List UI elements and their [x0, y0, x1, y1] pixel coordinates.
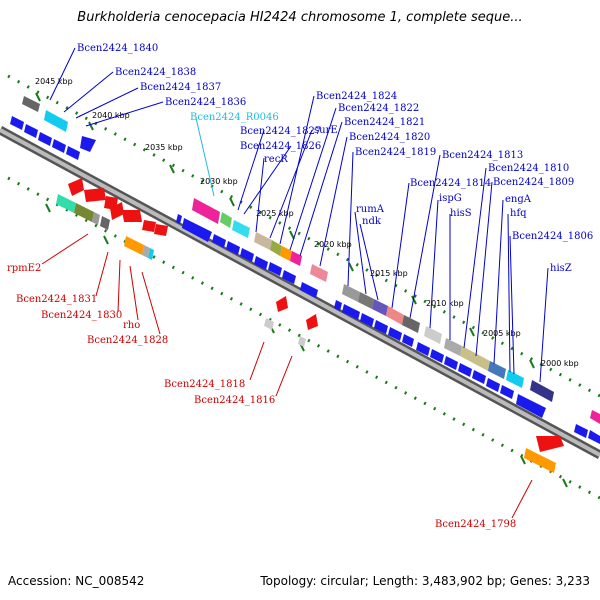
gene-label-reverse[interactable]: Bcen2424_1830 — [41, 310, 122, 321]
gene-label-reverse[interactable]: rho — [123, 320, 140, 331]
gene-label-forward[interactable]: Bcen2424_1827 — [240, 126, 321, 137]
gene-label-forward[interactable]: Bcen2424_1840 — [77, 43, 158, 54]
kbp-label: 2020 kbp — [314, 240, 352, 249]
map-title: Burkholderia cenocepacia HI2424 chromoso… — [77, 10, 523, 25]
gene-label-rna[interactable]: Bcen2424_R0046 — [190, 112, 279, 123]
kbp-label: 2000 kbp — [541, 359, 579, 368]
forward-leader-lines — [49, 47, 549, 383]
gene-label-forward[interactable]: Bcen2424_1810 — [488, 163, 569, 174]
gene-label-forward[interactable]: recR — [264, 154, 288, 165]
gene-label-forward[interactable]: hfq — [510, 208, 527, 219]
gene-label-forward[interactable]: rumA — [356, 204, 385, 215]
gene-label-forward[interactable]: Bcen2424_1824 — [316, 91, 397, 102]
reverse-leader-lines — [41, 233, 533, 519]
gene-label-forward[interactable]: Bcen2424_1826 — [240, 141, 321, 152]
gene-label-forward[interactable]: Bcen2424_1819 — [355, 147, 436, 158]
reverse-arrows — [68, 178, 564, 452]
gene-label-forward[interactable]: hisZ — [550, 263, 572, 274]
gene-label-forward[interactable]: hisS — [450, 208, 472, 219]
gene-blocks-reverse — [56, 194, 556, 473]
gene-label-forward[interactable]: ndk — [362, 216, 382, 227]
gene-label-forward[interactable]: Bcen2424_1821 — [344, 117, 425, 128]
gene-label-forward[interactable]: Bcen2424_1809 — [493, 177, 574, 188]
topology-text: Topology: circular; Length: 3,483,902 bp… — [260, 574, 590, 588]
gene-label-forward[interactable]: Bcen2424_1822 — [338, 103, 419, 114]
gene-label-forward[interactable]: engA — [505, 194, 532, 205]
gene-label-forward[interactable]: Bcen2424_1820 — [349, 132, 430, 143]
gene-label-forward[interactable]: Bcen2424_1838 — [115, 67, 196, 78]
gene-label-forward[interactable]: Bcen2424_1813 — [442, 150, 523, 161]
gene-label-reverse[interactable]: Bcen2424_1831 — [16, 294, 97, 305]
gene-label-reverse[interactable]: Bcen2424_1828 — [87, 335, 168, 346]
gene-label-forward[interactable]: Bcen2424_1814 — [410, 178, 491, 189]
gene-label-reverse[interactable]: rpmE2 — [7, 263, 41, 274]
gene-blocks-forward — [22, 96, 600, 424]
gene-label-reverse[interactable]: Bcen2424_1818 — [164, 379, 245, 390]
gene-label-forward[interactable]: Bcen2424_1837 — [140, 82, 221, 93]
kbp-label: 2010 kbp — [426, 299, 464, 308]
gene-label-forward[interactable]: ispG — [439, 193, 462, 204]
kbp-label: 2045 kbp — [35, 77, 73, 86]
kbp-label: 2025 kbp — [256, 209, 294, 218]
gene-label-forward[interactable]: Bcen2424_1806 — [512, 231, 593, 242]
kbp-label: 2015 kbp — [370, 269, 408, 278]
gene-label-reverse[interactable]: Bcen2424_1798 — [435, 519, 516, 530]
kbp-label: 2005 kbp — [483, 329, 521, 338]
kbp-label: 2030 kbp — [200, 177, 238, 186]
gene-label-forward[interactable]: surE — [314, 125, 338, 136]
kbp-label: 2035 kbp — [145, 143, 183, 152]
gene-label-forward[interactable]: Bcen2424_1836 — [165, 97, 246, 108]
accession-text: Accession: NC_008542 — [8, 574, 145, 588]
kbp-label: 2040 kbp — [92, 111, 130, 120]
gene-label-reverse[interactable]: Bcen2424_1816 — [194, 395, 275, 406]
forward-arrows — [10, 116, 600, 444]
